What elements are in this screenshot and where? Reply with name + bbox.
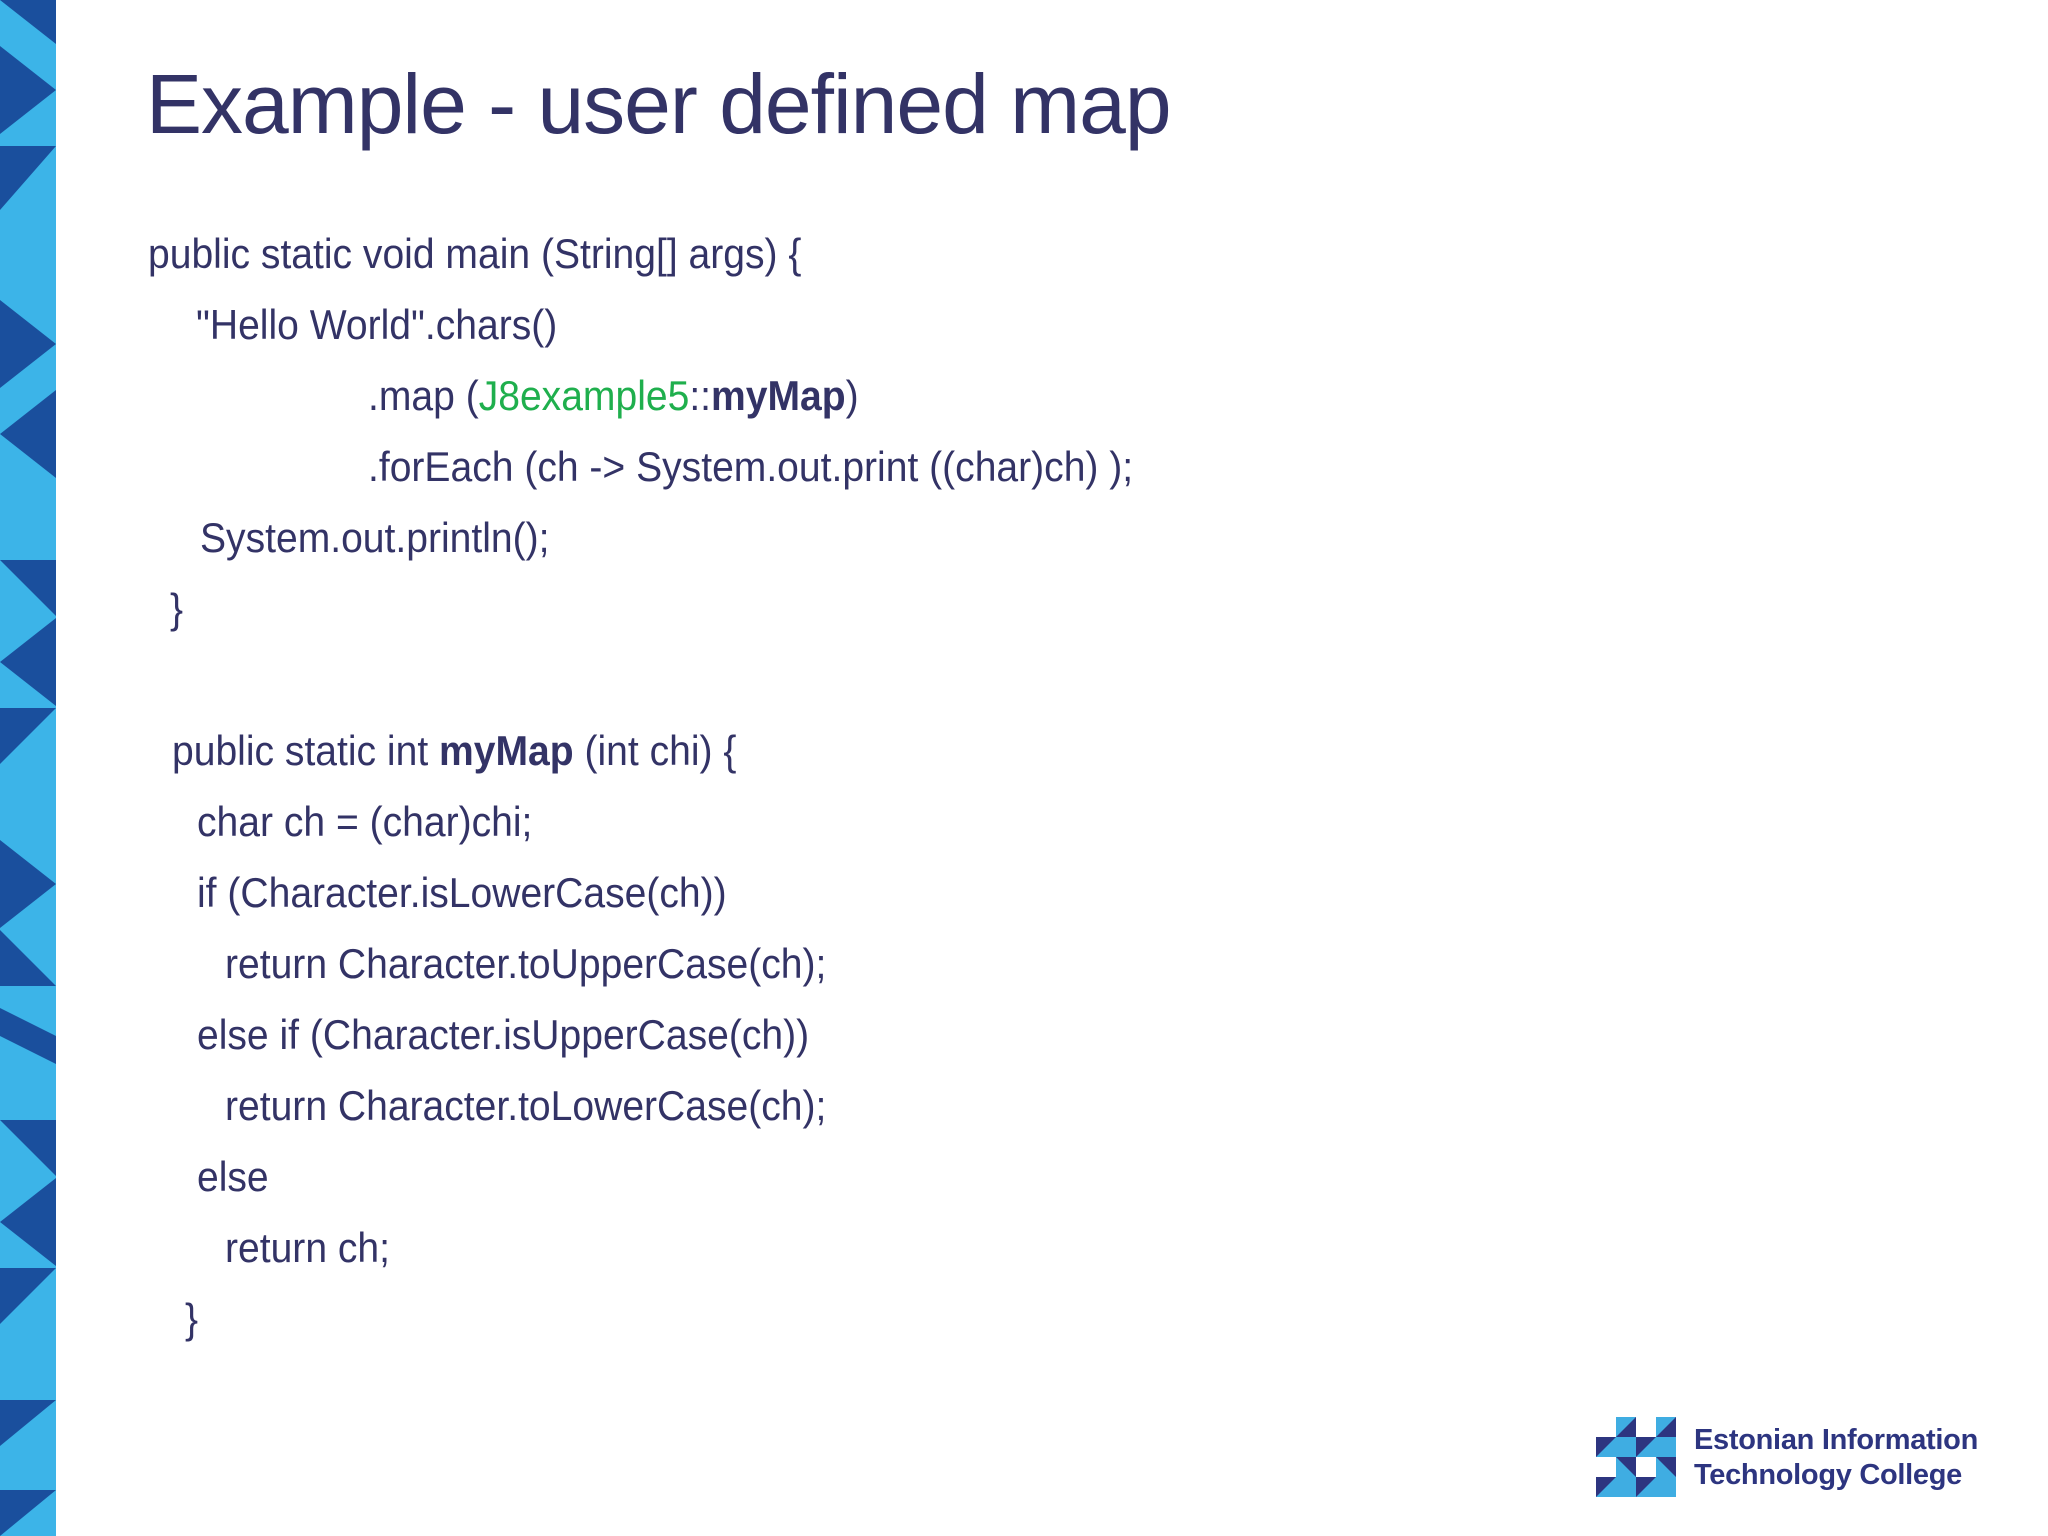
code-line-16: } xyxy=(185,1295,199,1342)
code-text: ) xyxy=(845,372,859,419)
code-line-2: "Hello World".chars() xyxy=(196,301,558,348)
code-text: public static int xyxy=(172,727,440,774)
hashtag-logo-icon xyxy=(1596,1417,1676,1497)
code-line-6: } xyxy=(170,585,184,632)
code-line-11: return Character.toUpperCase(ch); xyxy=(225,940,827,987)
code-line-blank xyxy=(0,644,1905,715)
code-line-8: public static int myMap (int chi) { xyxy=(172,715,1917,786)
code-text: (int chi) { xyxy=(573,727,737,774)
logo-wordmark: Estonian Information Technology College xyxy=(1694,1416,1978,1493)
logo-text-line2: Technology College xyxy=(1694,1459,1962,1491)
code-line-10: if (Character.isLowerCase(ch)) xyxy=(197,869,727,916)
code-text: .map ( xyxy=(368,372,479,419)
code-method-name: myMap xyxy=(711,372,846,419)
code-class-name: J8example5 xyxy=(478,372,690,419)
border-triangle-pattern xyxy=(0,0,56,1536)
slide-title: Example - user defined map xyxy=(146,57,1172,151)
code-line-4: .forEach (ch -> System.out.print ((char)… xyxy=(368,443,1134,490)
code-method-name: myMap xyxy=(439,727,574,774)
decorative-left-border xyxy=(0,0,56,1536)
code-line-9: char ch = (char)chi; xyxy=(197,798,533,845)
code-line-14: else xyxy=(197,1153,269,1200)
code-line-13: return Character.toLowerCase(ch); xyxy=(225,1082,827,1129)
logo-text-line1: Estonian Information xyxy=(1694,1424,1979,1456)
code-line-12: else if (Character.isUpperCase(ch)) xyxy=(197,1011,810,1058)
footer-logo: Estonian Information Technology College xyxy=(1596,1416,1978,1498)
code-text: :: xyxy=(689,372,712,419)
code-line-1: public static void main (String[] args) … xyxy=(148,230,802,277)
code-block: public static void main (String[] args) … xyxy=(0,218,2048,1354)
code-line-3: .map (J8example5::myMap) xyxy=(368,360,1930,431)
code-line-15: return ch; xyxy=(225,1224,391,1271)
code-line-5: System.out.println(); xyxy=(200,514,550,561)
